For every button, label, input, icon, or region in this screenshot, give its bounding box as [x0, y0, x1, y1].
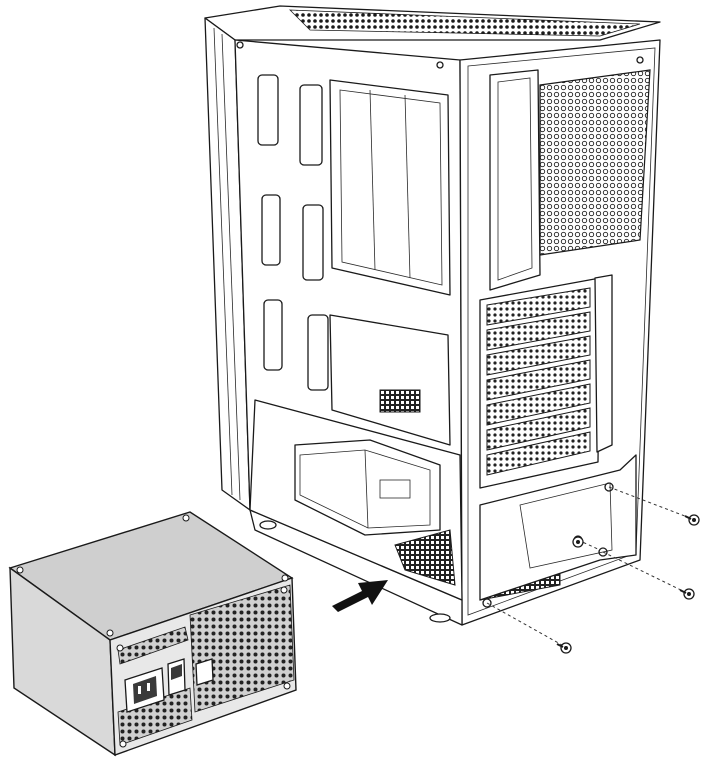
screw-icon [556, 642, 572, 654]
screw-icon [572, 536, 584, 548]
psu-icon [8, 511, 297, 757]
insert-arrow-icon [332, 580, 388, 612]
screw-icon [684, 514, 700, 526]
case-icon [204, 5, 661, 626]
screws [486, 486, 700, 654]
expansion-slot-covers [486, 287, 591, 476]
screw-icon [679, 588, 695, 600]
